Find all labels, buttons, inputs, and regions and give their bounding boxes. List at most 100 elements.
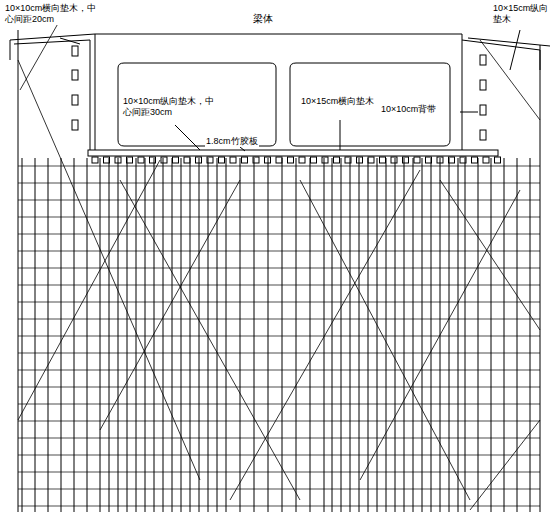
timber-block xyxy=(138,157,144,163)
annotation-label: 10×10cm纵向垫木，中心间距30cm xyxy=(122,96,224,118)
timber-block xyxy=(196,157,202,163)
annotation-label: 10×10cm背带 xyxy=(380,104,437,115)
scaffold-tube xyxy=(18,200,540,201)
scaffold-tube xyxy=(18,319,540,320)
timber-block xyxy=(115,157,121,163)
scaffold-tube xyxy=(100,180,240,430)
scaffold-tube xyxy=(458,158,459,512)
scaffold-tube xyxy=(404,158,405,512)
timber-block xyxy=(483,157,489,163)
timber-block xyxy=(92,157,98,163)
timber-block xyxy=(495,157,501,163)
scaffold-tube xyxy=(240,158,241,512)
timber-block xyxy=(449,157,455,163)
scaffold-tube xyxy=(504,158,505,512)
scaffold-tube xyxy=(208,158,209,512)
scaffold-tube xyxy=(18,404,540,405)
beam-cell xyxy=(118,63,276,146)
scaffold-tube xyxy=(109,158,110,512)
scaffold-tube xyxy=(199,158,200,512)
scaffold-tube xyxy=(118,158,119,512)
scaffold-tube xyxy=(136,158,137,512)
timber-block xyxy=(311,157,317,163)
scaffold-tube xyxy=(440,180,540,330)
scaffold-tube xyxy=(368,158,369,512)
scaffold-tube xyxy=(18,438,540,439)
scaffold-tube xyxy=(181,158,182,512)
timber-block xyxy=(173,157,179,163)
scaffold-tube xyxy=(422,158,423,512)
timber-block xyxy=(72,95,78,105)
scaffold-tube xyxy=(18,472,540,473)
beam-cell xyxy=(290,63,450,146)
timber-block xyxy=(391,157,397,163)
scaffold-tube xyxy=(127,158,128,512)
timber-block xyxy=(480,55,486,65)
scaffold-tube xyxy=(190,158,191,512)
scaffold-tube xyxy=(74,158,75,512)
annotation-label: 10×15cm纵向垫木 xyxy=(492,3,556,25)
scaffold-tube xyxy=(18,455,540,456)
scaffold-tube xyxy=(18,30,19,512)
scaffold-tube xyxy=(530,158,531,512)
scaffold-tube xyxy=(300,180,470,500)
scaffold-tube xyxy=(18,421,540,422)
scaffold-tube xyxy=(226,158,227,512)
scaffold-tube xyxy=(431,158,432,512)
timber-block xyxy=(288,157,294,163)
timber-block xyxy=(334,157,340,163)
scaffold-tube xyxy=(145,158,146,512)
scaffold-tube xyxy=(18,234,540,235)
scaffold-tube xyxy=(359,158,360,512)
scaffold-tube xyxy=(332,158,333,512)
scaffold-tube xyxy=(395,158,396,512)
scaffold-tube xyxy=(465,158,466,512)
scaffold-tube xyxy=(350,158,351,512)
timber-block xyxy=(150,157,156,163)
timber-block xyxy=(426,157,432,163)
scaffold-tube xyxy=(87,158,88,512)
timber-block xyxy=(184,157,190,163)
scaffold-tube xyxy=(18,285,540,286)
scaffold-tube xyxy=(20,20,60,90)
scaffold-tube xyxy=(18,370,540,371)
scaffold-tube xyxy=(61,158,62,512)
scaffold-tube xyxy=(324,158,325,512)
timber-blocks xyxy=(72,46,501,163)
scaffold-tube xyxy=(48,158,49,512)
timber-block xyxy=(299,157,305,163)
scaffold-tube xyxy=(100,158,101,512)
timber-block xyxy=(104,157,110,163)
timber-block xyxy=(380,157,386,163)
scaffold xyxy=(18,20,540,512)
scaffold-tube xyxy=(18,166,540,167)
scaffold-tube xyxy=(296,158,297,512)
scaffold-tube xyxy=(470,420,540,510)
scaffold-tube xyxy=(540,45,541,512)
scaffold-tube xyxy=(18,353,540,354)
timber-block xyxy=(403,157,409,163)
timber-block xyxy=(276,157,282,163)
timber-block xyxy=(207,157,213,163)
scaffold-tube xyxy=(18,183,540,184)
scaffold-tube xyxy=(230,170,420,500)
scaffold-tube xyxy=(163,158,164,512)
timber-block xyxy=(472,157,478,163)
timber-block xyxy=(437,157,443,163)
annotation-label: 10×15cm横向垫木 xyxy=(300,96,392,107)
scaffold-tube xyxy=(172,158,173,512)
annotation-label: 10×10cm横向垫木，中心间距20cm xyxy=(4,3,106,25)
scaffold-tube xyxy=(18,302,540,303)
scaffold-tube xyxy=(341,158,342,512)
scaffold-tube xyxy=(18,60,200,480)
timber-block xyxy=(161,157,167,163)
scaffold-tube xyxy=(18,489,540,490)
timber-block xyxy=(414,157,420,163)
scaffold-tube xyxy=(386,158,387,512)
timber-block xyxy=(72,70,78,80)
scaffold-tube xyxy=(268,158,269,512)
beam-web xyxy=(95,34,462,150)
timber-block xyxy=(357,157,363,163)
timber-block xyxy=(127,157,133,163)
